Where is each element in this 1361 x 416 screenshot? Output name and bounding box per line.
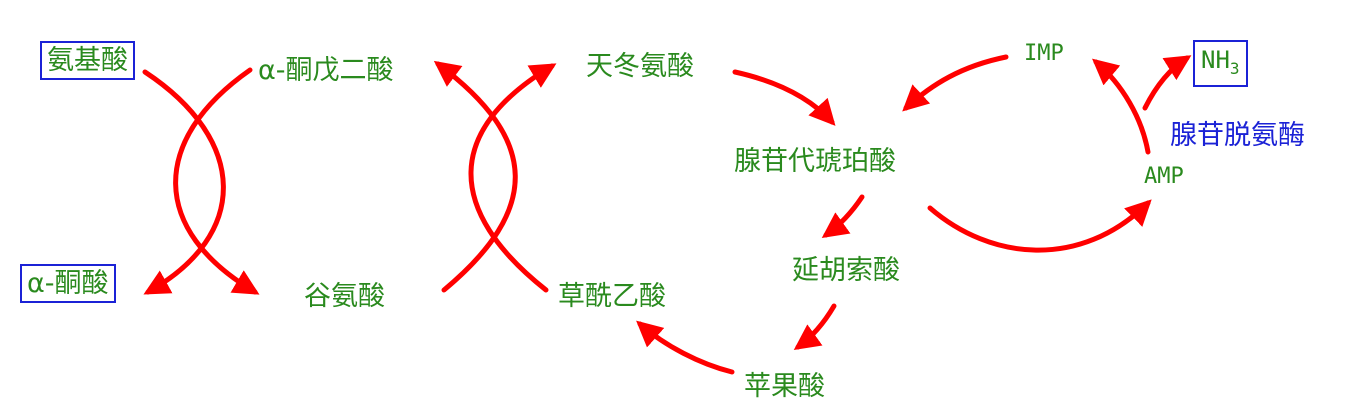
arrow-amp-to-imp <box>1092 58 1151 155</box>
arrow-fumarate-to-malate <box>793 303 837 351</box>
enzyme-label: 腺苷脱氨酶 <box>1170 120 1305 151</box>
aspartate-node: 天冬氨酸 <box>586 51 694 82</box>
arrow-amino-acid-to-keto-acid <box>142 69 226 295</box>
oxaloacetate-node: 草酰乙酸 <box>558 281 666 312</box>
glutamate-node: 谷氨酸 <box>304 281 385 312</box>
arrow-glutamate-to-ketoglutarate <box>433 60 518 293</box>
imp-node: IMP <box>1024 41 1064 66</box>
arrow-aspartate-to-adenylosuccinate <box>732 69 836 126</box>
alpha-ketoglutarate-node: α-酮戊二酸 <box>258 55 394 86</box>
fumarate-node: 延胡索酸 <box>792 255 900 286</box>
nh3-node: NH3 <box>1193 40 1248 87</box>
arrow-adenylosuccinate-to-amp <box>927 199 1152 253</box>
amp-node: AMP <box>1144 164 1184 189</box>
alpha-keto-acid-node: α-酮酸 <box>20 264 116 303</box>
arrow-ketoglutarate-to-glutamate <box>173 67 260 295</box>
arrow-imp-to-adenylosuccinate <box>902 54 1009 112</box>
adenylosuccinate-node: 腺苷代琥珀酸 <box>734 146 896 177</box>
arrow-malate-to-oxaloacetate <box>636 320 735 375</box>
arrow-adenylosuccinate-to-fumarate <box>821 194 865 239</box>
arrow-amp-to-nh3 <box>1142 55 1192 111</box>
amino-acid-node: 氨基酸 <box>40 41 135 80</box>
malate-node: 苹果酸 <box>744 371 825 402</box>
arrow-oxaloacetate-to-aspartate <box>468 63 557 293</box>
